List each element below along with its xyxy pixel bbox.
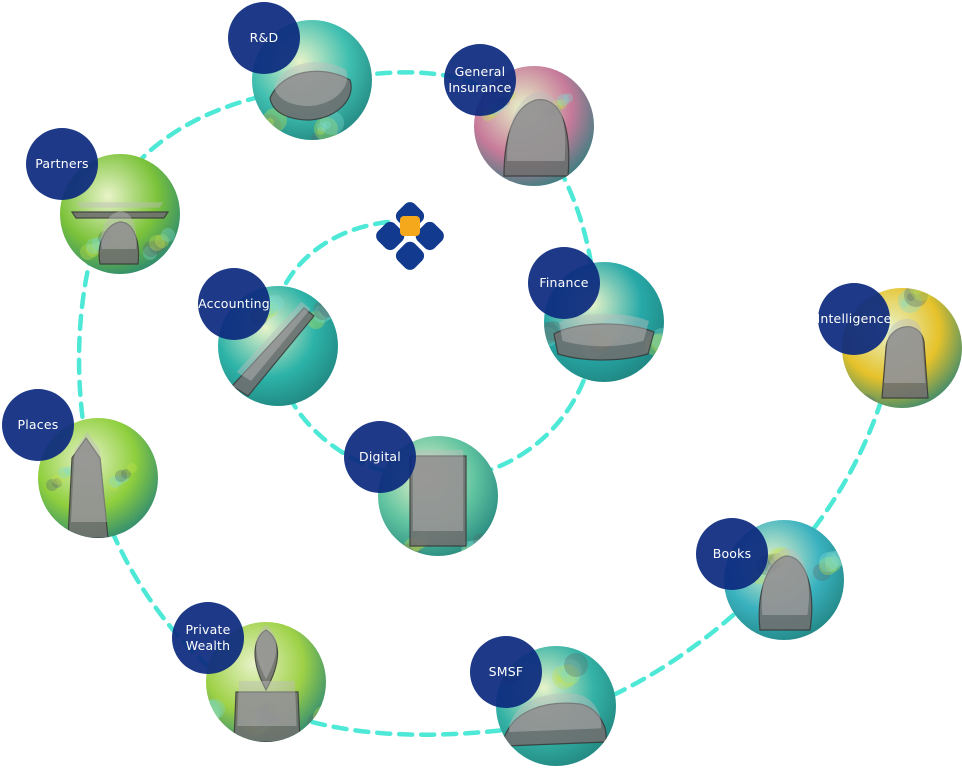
node-label: Private Wealth (172, 602, 244, 674)
coin-jar-plant-icon (206, 622, 326, 742)
node-label: Accounting (198, 268, 270, 340)
node-label: Digital (344, 421, 416, 493)
node-label: Places (2, 389, 74, 461)
node-label: Finance (528, 247, 600, 319)
node-label: Partners (26, 128, 98, 200)
node-label: Intelligence (816, 283, 891, 355)
hands-city-icon (544, 262, 664, 382)
node-label: R&D (228, 2, 300, 74)
node-label: Books (696, 518, 768, 590)
node-label: SMSF (470, 636, 542, 708)
node-label: General Insurance (444, 44, 516, 116)
brand-logo (372, 198, 448, 274)
